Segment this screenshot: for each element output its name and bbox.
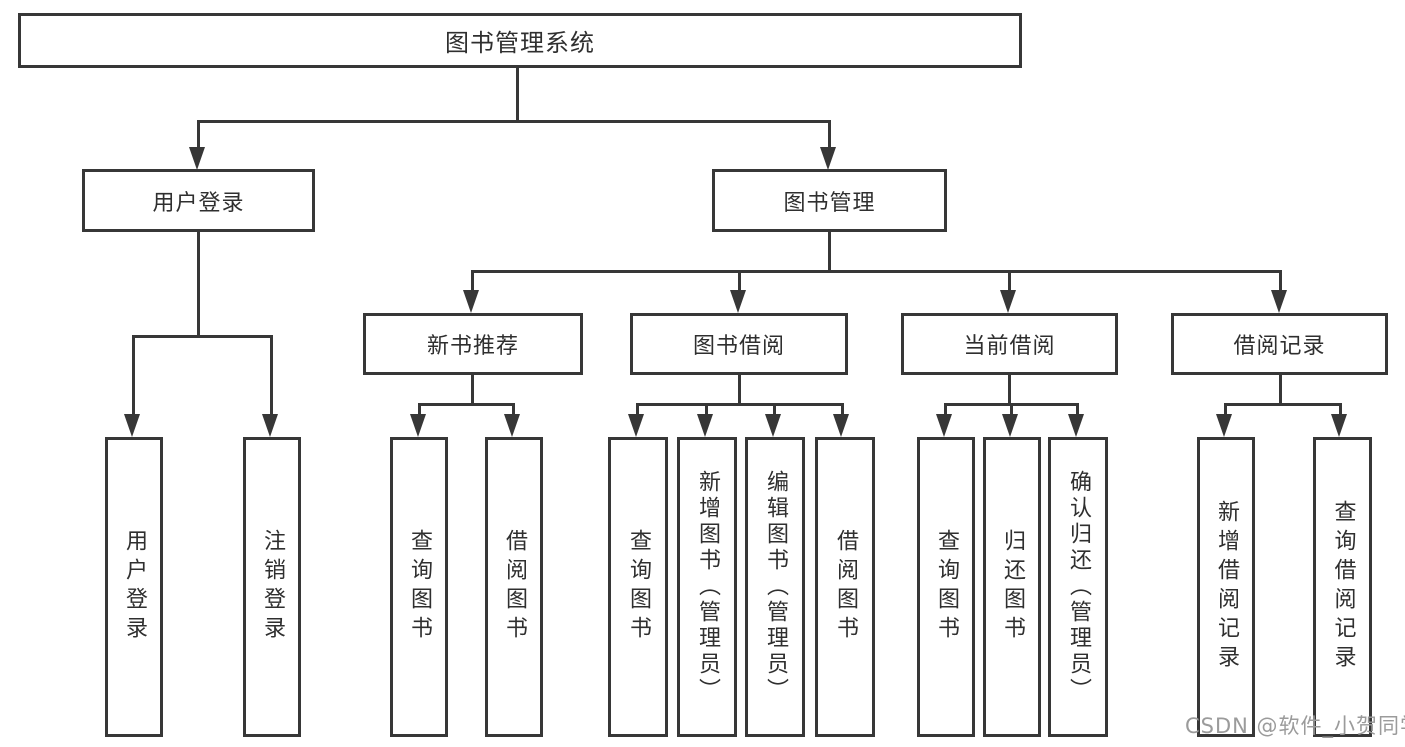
connector-line (1008, 375, 1011, 406)
connector-line (773, 403, 776, 415)
connector-line (944, 403, 947, 415)
arrow-down-icon (124, 414, 140, 437)
leaf-borrowing-edit-books-admin: 编辑图书（管理员） (745, 437, 805, 737)
connector-line (418, 403, 515, 406)
connector-line (738, 270, 741, 291)
connector-line (197, 232, 200, 338)
node-current-borrowing: 当前借阅 (901, 313, 1118, 375)
connector-line (512, 403, 515, 415)
arrow-down-icon (504, 414, 520, 437)
connector-line (636, 403, 844, 406)
arrow-down-icon (697, 414, 713, 437)
leaf-borrowing-query-books: 查询图书 (608, 437, 668, 737)
leaf-logout: 注销登录 (243, 437, 301, 737)
connector-line (197, 120, 831, 123)
node-user-login: 用户登录 (82, 169, 315, 232)
watermark-csdn: CSDN @软件_小贺同学 (1185, 714, 1405, 738)
connector-line (471, 375, 474, 406)
connector-line (1010, 403, 1013, 415)
arrow-down-icon (1216, 414, 1232, 437)
connector-line (132, 335, 135, 415)
connector-line (1279, 270, 1282, 291)
arrow-down-icon (1331, 414, 1347, 437)
arrow-down-icon (463, 290, 479, 313)
connector-line (471, 270, 474, 291)
leaf-borrowing-borrow-books: 借阅图书 (815, 437, 875, 737)
leaf-current-query-books: 查询图书 (917, 437, 975, 737)
connector-line (828, 232, 831, 273)
leaf-newbook-borrow-books: 借阅图书 (485, 437, 543, 737)
leaf-user-login: 用户登录 (105, 437, 163, 737)
connector-line (132, 335, 273, 338)
node-library-system: 图书管理系统 (18, 13, 1022, 68)
connector-line (516, 68, 519, 123)
arrow-down-icon (189, 147, 205, 170)
connector-line (270, 335, 273, 415)
connector-line (1008, 270, 1011, 291)
arrow-down-icon (410, 414, 426, 437)
connector-line (841, 403, 844, 415)
node-book-borrowing: 图书借阅 (630, 313, 848, 375)
node-borrowing-records: 借阅记录 (1171, 313, 1388, 375)
node-new-book-recommend: 新书推荐 (363, 313, 583, 375)
leaf-borrowing-add-books-admin: 新增图书（管理员） (677, 437, 737, 737)
leaf-records-query-record: 查询借阅记录 (1313, 437, 1372, 737)
connector-line (1224, 403, 1342, 406)
connector-line (636, 403, 639, 415)
connector-line (738, 375, 741, 406)
connector-line (418, 403, 421, 415)
leaf-current-return-books: 归还图书 (983, 437, 1041, 737)
node-book-management: 图书管理 (712, 169, 947, 232)
connector-line (471, 270, 1282, 273)
arrow-down-icon (628, 414, 644, 437)
connector-line (1339, 403, 1342, 415)
leaf-records-add-record: 新增借阅记录 (1197, 437, 1255, 737)
arrow-down-icon (936, 414, 952, 437)
arrow-down-icon (730, 290, 746, 313)
leaf-current-confirm-return-admin: 确认归还（管理员） (1048, 437, 1108, 737)
connector-line (1076, 403, 1079, 415)
arrow-down-icon (833, 414, 849, 437)
arrow-down-icon (820, 147, 836, 170)
connector-line (828, 120, 831, 148)
arrow-down-icon (1002, 414, 1018, 437)
connector-line (1224, 403, 1227, 415)
arrow-down-icon (262, 414, 278, 437)
connector-line (705, 403, 708, 415)
arrow-down-icon (1271, 290, 1287, 313)
arrow-down-icon (1068, 414, 1084, 437)
connector-line (197, 120, 200, 148)
arrow-down-icon (1000, 290, 1016, 313)
leaf-newbook-query-books: 查询图书 (390, 437, 448, 737)
connector-line (1279, 375, 1282, 406)
arrow-down-icon (765, 414, 781, 437)
